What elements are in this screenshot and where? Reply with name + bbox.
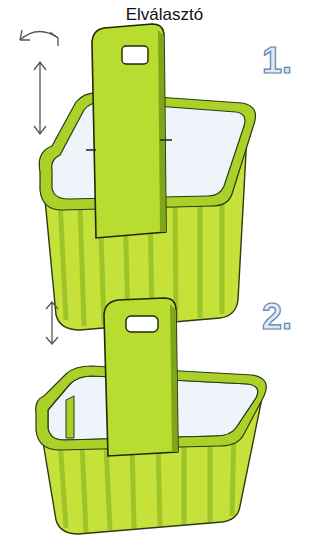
arrow-head [20, 30, 58, 46]
divider-handle [122, 46, 148, 64]
divider-handle [126, 316, 158, 332]
divider-edge [170, 304, 178, 452]
divider-panel [104, 298, 178, 456]
move-arrow [46, 302, 58, 344]
divider-edge [158, 30, 166, 232]
move-arrow [34, 62, 46, 134]
divider-panel [92, 24, 166, 238]
divider-slot [66, 396, 74, 438]
rotate-arrow [20, 31, 58, 40]
step-number: 2. [262, 296, 292, 338]
step-number: 1. [262, 40, 292, 82]
divider-slot [86, 140, 172, 150]
diagram-title: Elválasztó [0, 5, 329, 25]
